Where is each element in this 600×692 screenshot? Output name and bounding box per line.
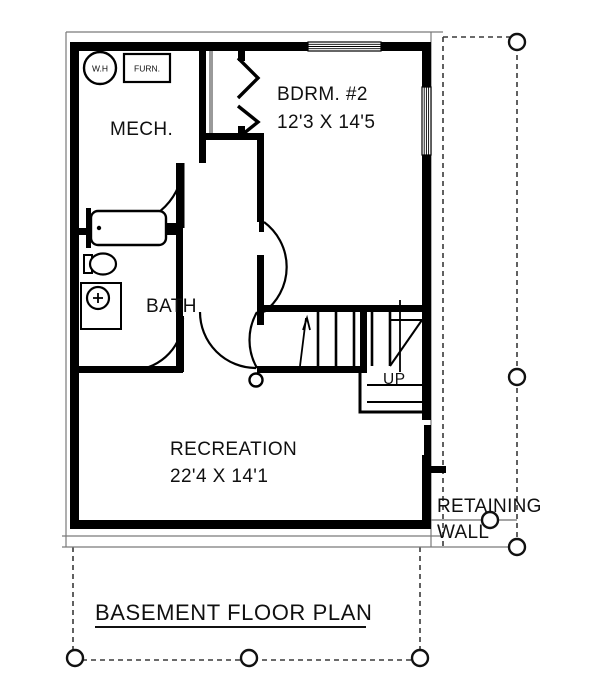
bifold-closet-door-lower[interactable] [236,104,261,140]
room-label-recreation: RECREATION [170,439,297,460]
room-dimensions-bdrm2: 12'3 X 14'5 [277,112,375,133]
stair-direction-arrow [299,300,401,372]
staircase: UP [299,300,425,414]
exterior-walls [70,42,431,529]
room-label-bdrm2: BDRM. #2 [277,84,368,105]
room-label-mech: MECH. [110,119,173,140]
column-marker-icon [248,372,264,388]
annotation-retaining-line2: WALL [437,522,489,543]
window-bedroom-north [307,41,382,52]
node-marker-bottom-right [507,537,527,557]
bathtub-icon [86,208,168,248]
toilet-icon [83,252,118,276]
window-bedroom-east [421,86,432,156]
door-recreation[interactable] [198,311,258,370]
node-marker-bottom-left [65,648,85,668]
node-marker-bottom-center [239,648,259,668]
room-label-bath: BATH [146,296,197,317]
sink-vanity-icon [80,282,122,330]
door-bedroom[interactable] [259,221,288,313]
node-marker-retaining [480,510,500,530]
node-marker-mid-right [507,367,527,387]
excavation-boundary [72,36,518,661]
stair-up-label: UP [383,371,406,388]
room-dimensions-recreation: 22'4 X 14'1 [170,466,268,487]
boundary-node-markers [65,32,527,668]
annotation-retaining-line1: RETAINING [437,496,542,517]
furnace-label: FURN. [134,64,160,74]
water-heater-icon: W.H [82,50,118,86]
retaining-wall-structure [424,425,446,473]
page-title: BASEMENT FLOOR PLAN [95,600,373,625]
node-marker-bottom-right-2 [410,648,430,668]
door-bath[interactable] [134,316,185,372]
furnace-icon: FURN. [122,52,172,84]
bedroom-partition [238,51,245,140]
bifold-closet-door-upper[interactable] [236,56,261,100]
node-marker-top-right [507,32,527,52]
water-heater-label: W.H [92,64,108,74]
